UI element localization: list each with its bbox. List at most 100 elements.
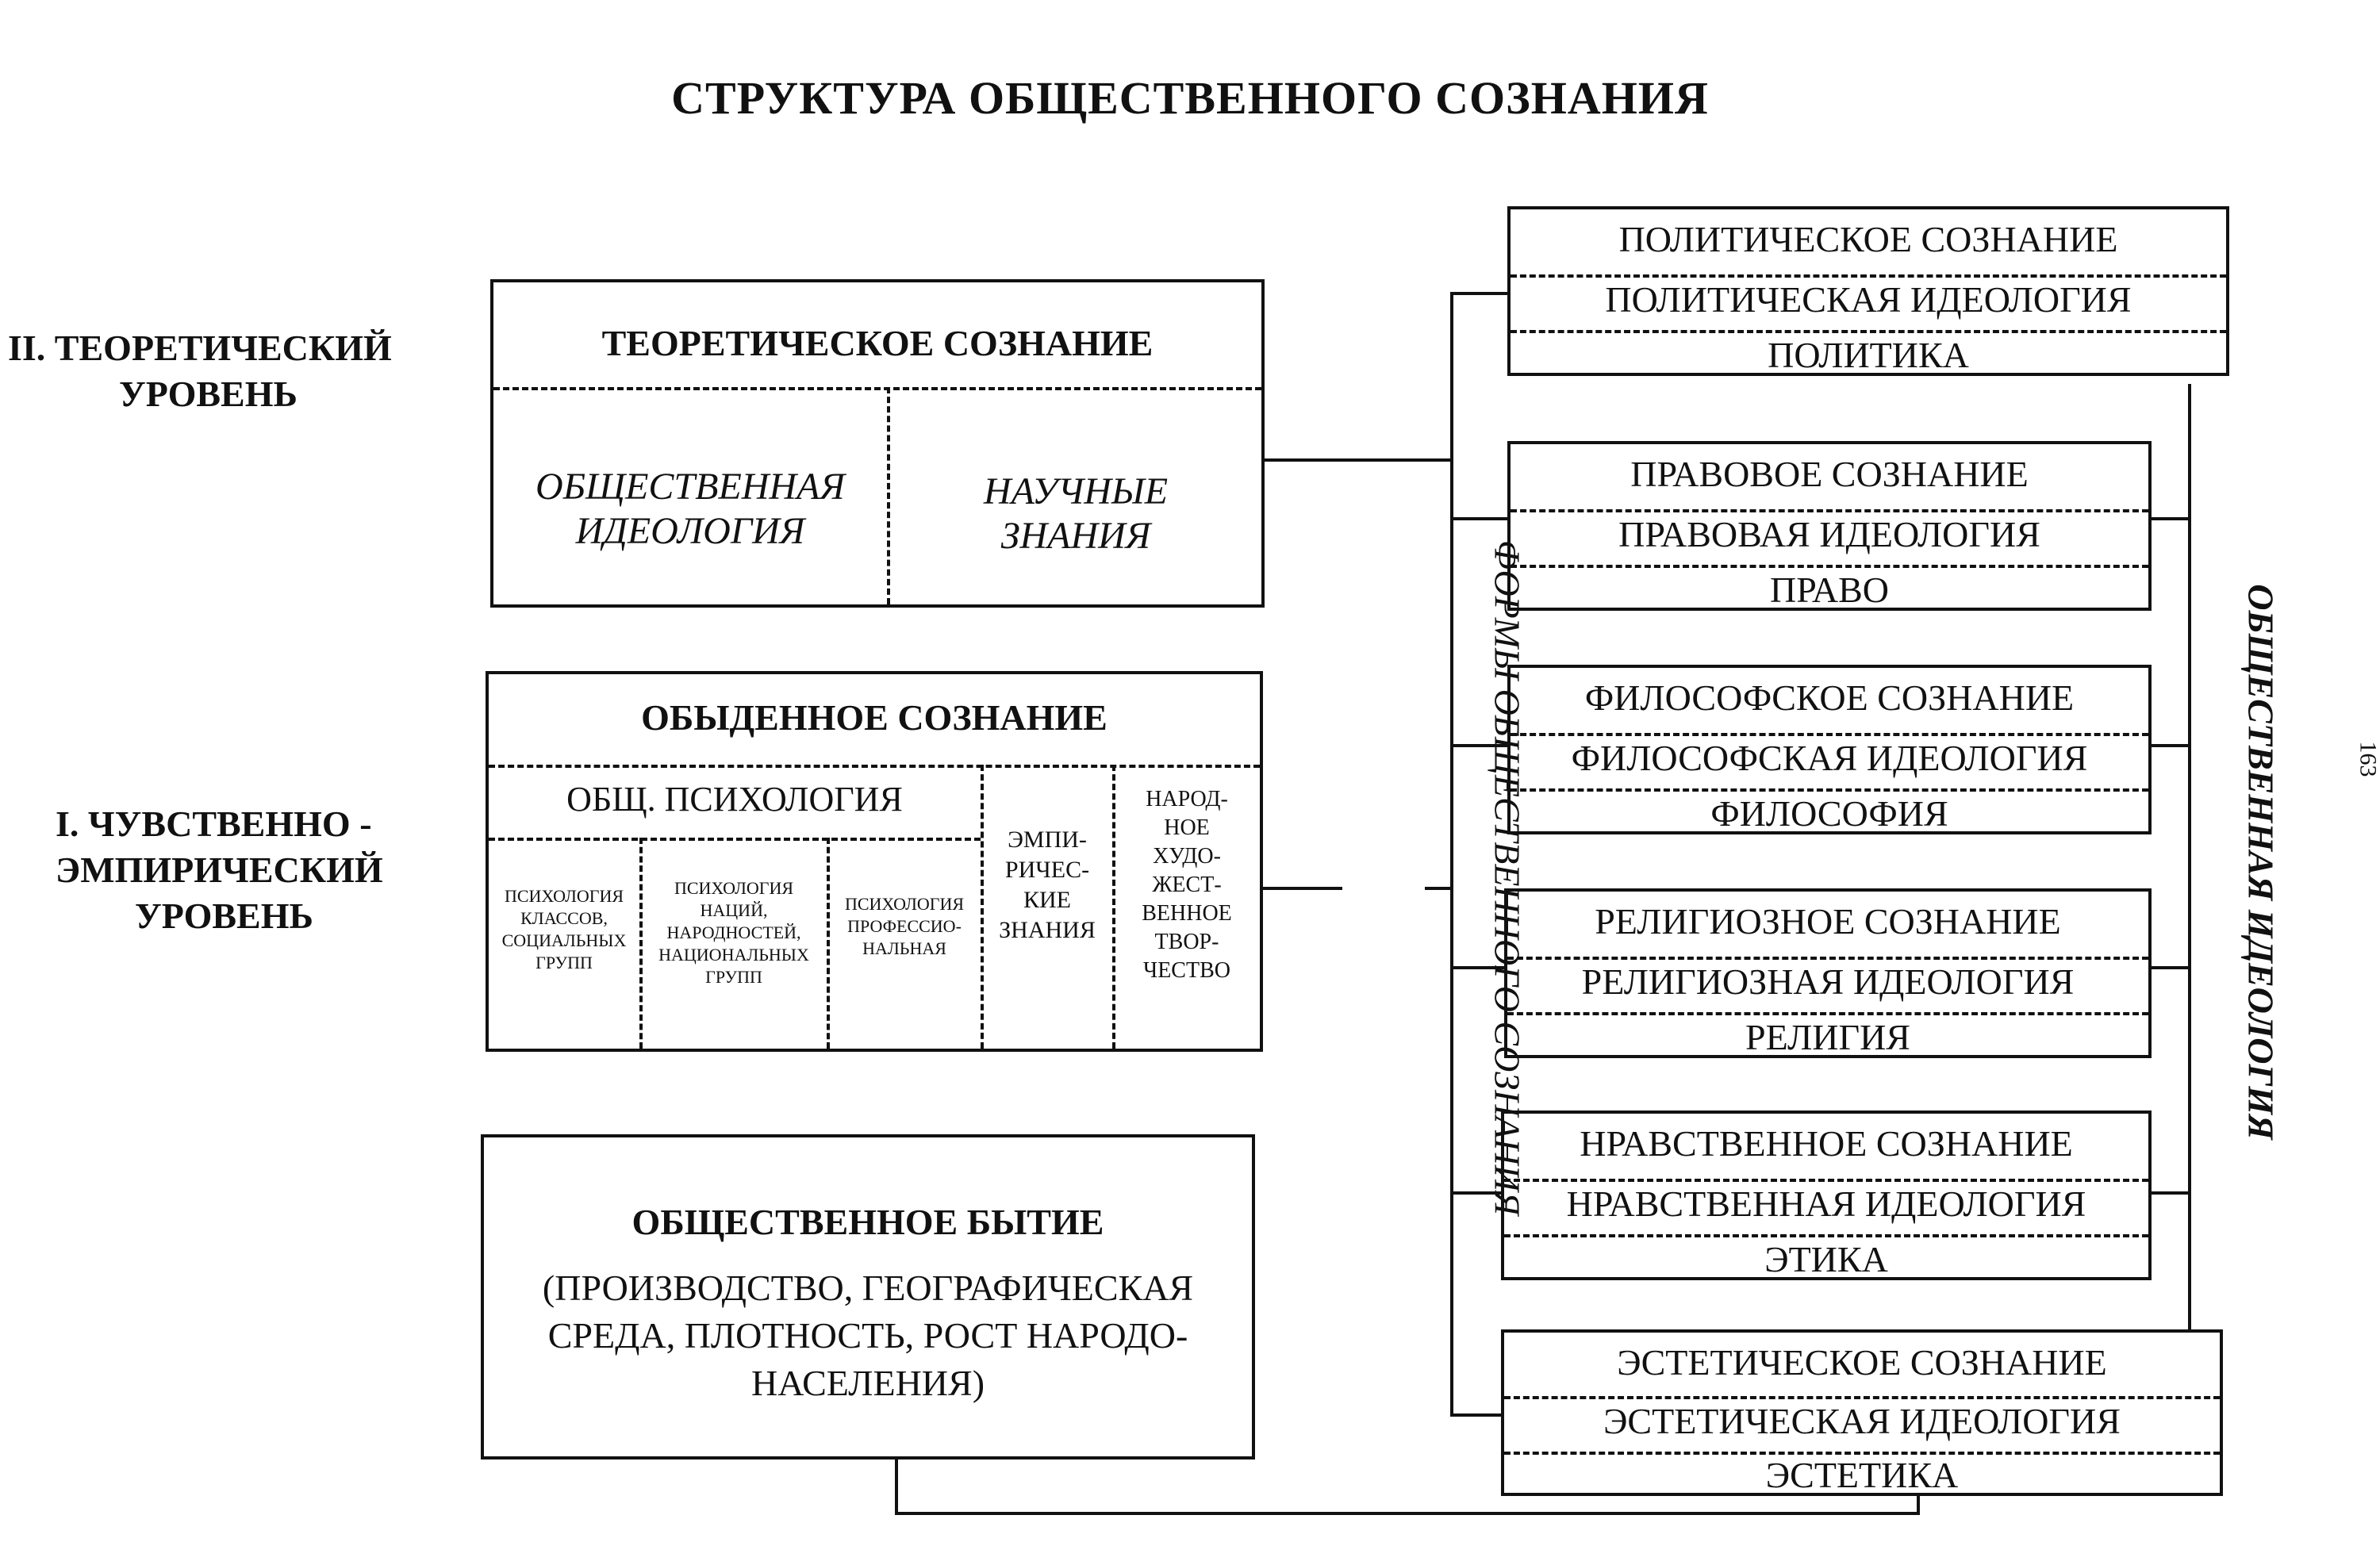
ideology-trunk-line [2188, 384, 2191, 1341]
ordinary-consciousness-box: ОБЫДЕННОЕ СОЗНАНИЕ ОБЩ. ПСИХОЛОГИЯ ПСИХО… [486, 671, 1263, 1052]
branch-line [1450, 292, 1507, 295]
text-line: НАЦИЙ, [700, 900, 768, 920]
folk-art: НАРОД- НОЕ ХУДО- ЖЕСТ- ВЕННОЕ ТВОР- ЧЕСТ… [1114, 785, 1260, 985]
connector-theoretical [1265, 458, 1452, 462]
branch-line [1450, 966, 1507, 969]
text-line: ЖЕСТ- [1152, 873, 1222, 897]
divider [1511, 330, 2226, 333]
text-line: ЧЕСТВО [1143, 958, 1230, 983]
level-theoretical: II. ТЕОРЕТИЧЕСКИЙ УРОВЕНЬ [8, 325, 392, 417]
form-consciousness: ЭСТЕТИЧЕСКОЕ СОЗНАНИЕ [1617, 1342, 2107, 1383]
divider [1507, 957, 2148, 960]
branch-line [1450, 1413, 1507, 1417]
level-empirical-line1: I. ЧУВСТВЕННО - [56, 804, 372, 844]
form-box-religious: РЕЛИГИОЗНОЕ СОЗНАНИЕ РЕЛИГИОЗНАЯ ИДЕОЛОГ… [1504, 888, 2152, 1058]
text-line: ПРОФЕССИО- [847, 916, 962, 936]
text-line: НОЕ [1164, 815, 1210, 840]
divider [639, 838, 643, 1049]
divider [489, 765, 1260, 768]
divider [1504, 1179, 2148, 1182]
level-empirical-line2: ЭМПИРИЧЕСКИЙ [56, 850, 383, 890]
psychology-professional: ПСИХОЛОГИЯ ПРОФЕССИО- НАЛЬНАЯ [828, 893, 981, 960]
text-line: НАРОДНОСТЕЙ, [666, 923, 801, 942]
form-box-legal: ПРАВОВОЕ СОЗНАНИЕ ПРАВОВАЯ ИДЕОЛОГИЯ ПРА… [1507, 441, 2152, 611]
divider [493, 387, 1261, 390]
ideology-vertical-label: ОБЩЕСТВЕННАЯ ИДЕОЛОГИЯ [2240, 584, 2282, 1140]
text-line: НАРОД- [1146, 787, 1228, 811]
ideology-branch [2152, 1191, 2190, 1195]
empirical-knowledge: ЭМПИ- РИЧЕС- КИЕ ЗНАНИЯ [982, 825, 1112, 946]
text-line: ТВОР- [1154, 930, 1219, 954]
divider [1504, 1452, 2220, 1455]
level-empirical: I. ЧУВСТВЕННО - ЭМПИРИЧЕСКИЙ УРОВЕНЬ [56, 801, 383, 939]
form-sphere: ЭТИКА [1764, 1239, 1888, 1279]
social-being-description: (ПРОИЗВОДСТВО, ГЕОГРАФИЧЕСКАЯ СРЕДА, ПЛО… [484, 1264, 1252, 1407]
divider [827, 838, 830, 1049]
divider [1511, 509, 2148, 512]
text-line: (ПРОИЗВОДСТВО, ГЕОГРАФИЧЕСКАЯ [542, 1268, 1194, 1308]
social-psychology: ОБЩ. ПСИХОЛОГИЯ [566, 780, 903, 819]
ideology-branch [2152, 744, 2190, 747]
text-line: КЛАССОВ, [520, 908, 608, 928]
text-line: НАЛЬНАЯ [862, 938, 946, 958]
text-line: ПСИХОЛОГИЯ [674, 878, 794, 898]
text-line: НАЦИОНАЛЬНЫХ [658, 945, 809, 965]
text-line: ГРУПП [705, 967, 762, 987]
divider [1112, 765, 1115, 1049]
branch-line [1450, 517, 1507, 520]
theoretical-consciousness-box: ТЕОРЕТИЧЕСКОЕ СОЗНАНИЕ ОБЩЕСТВЕННАЯ ИДЕО… [490, 279, 1265, 608]
psychology-nations: ПСИХОЛОГИЯ НАЦИЙ, НАРОДНОСТЕЙ, НАЦИОНАЛЬ… [641, 877, 827, 988]
divider [981, 765, 984, 1049]
psychology-classes: ПСИХОЛОГИЯ КЛАССОВ, СОЦИАЛЬНЫХ ГРУПП [489, 885, 639, 974]
form-consciousness: ПОЛИТИЧЕСКОЕ СОЗНАНИЕ [1618, 219, 2118, 259]
form-sphere: РЕЛИГИЯ [1745, 1017, 1910, 1057]
form-ideology: ПРАВОВАЯ ИДЕОЛОГИЯ [1618, 514, 2040, 554]
form-box-philosophical: ФИЛОСОФСКОЕ СОЗНАНИЕ ФИЛОСОФСКАЯ ИДЕОЛОГ… [1507, 665, 2152, 834]
form-sphere: ФИЛОСОФИЯ [1710, 793, 1948, 834]
social-being-header: ОБЩЕСТВЕННОЕ БЫТИЕ [631, 1202, 1104, 1242]
bottom-connector [895, 1460, 898, 1515]
forms-trunk-line [1450, 292, 1453, 1417]
divider [1507, 1012, 2148, 1015]
text-line: ПСИХОЛОГИЯ [504, 886, 624, 906]
social-being-box: ОБЩЕСТВЕННОЕ БЫТИЕ (ПРОИЗВОДСТВО, ГЕОГРА… [481, 1134, 1255, 1460]
bottom-connector [1917, 1491, 1920, 1515]
connector-ordinary [1263, 887, 1342, 890]
bottom-connector [895, 1512, 1920, 1515]
scientific-knowledge-line1: НАУЧНЫЕ [983, 470, 1169, 512]
social-ideology-line1: ОБЩЕСТВЕННАЯ [536, 466, 845, 508]
form-ideology: ПОЛИТИЧЕСКАЯ ИДЕОЛОГИЯ [1605, 279, 2132, 320]
form-sphere: ПОЛИТИКА [1768, 335, 1969, 375]
form-box-aesthetic: ЭСТЕТИЧЕСКОЕ СОЗНАНИЕ ЭСТЕТИЧЕСКАЯ ИДЕОЛ… [1501, 1329, 2223, 1496]
page-number: 163 [2355, 741, 2380, 777]
form-ideology: НРАВСТВЕННАЯ ИДЕОЛОГИЯ [1566, 1183, 2086, 1224]
text-line: ПСИХОЛОГИЯ [844, 894, 965, 914]
divider [1504, 1234, 2148, 1237]
text-line: ЭМПИ- [1008, 827, 1087, 853]
text-line: ЗНАНИЯ [999, 917, 1096, 943]
text-line: ВЕННОЕ [1142, 901, 1232, 926]
text-line: НАСЕЛЕНИЯ) [750, 1363, 985, 1403]
form-box-political: ПОЛИТИЧЕСКОЕ СОЗНАНИЕ ПОЛИТИЧЕСКАЯ ИДЕОЛ… [1507, 206, 2229, 376]
theoretical-header: ТЕОРЕТИЧЕСКОЕ СОЗНАНИЕ [601, 323, 1154, 363]
branch-line [1450, 744, 1507, 747]
ordinary-header: ОБЫДЕННОЕ СОЗНАНИЕ [641, 697, 1107, 738]
text-line: РИЧЕС- [1004, 857, 1090, 883]
divider [1504, 1396, 2220, 1399]
scientific-knowledge-line2: ЗНАНИЯ [1000, 515, 1151, 557]
scientific-knowledge: НАУЧНЫЕ ЗНАНИЯ [890, 470, 1261, 558]
text-line: СОЦИАЛЬНЫХ [501, 930, 627, 950]
divider [489, 838, 981, 841]
form-consciousness: ФИЛОСОФСКОЕ СОЗНАНИЕ [1584, 677, 2075, 718]
social-ideology-line2: ИДЕОЛОГИЯ [575, 510, 805, 552]
form-box-moral: НРАВСТВЕННОЕ СОЗНАНИЕ НРАВСТВЕННАЯ ИДЕОЛ… [1501, 1110, 2152, 1280]
form-consciousness: НРАВСТВЕННОЕ СОЗНАНИЕ [1580, 1123, 2073, 1164]
ideology-branch [2152, 517, 2190, 520]
text-line: ГРУПП [536, 953, 593, 972]
form-ideology: ЭСТЕТИЧЕСКАЯ ИДЕОЛОГИЯ [1603, 1401, 2121, 1441]
form-consciousness: ПРАВОВОЕ СОЗНАНИЕ [1630, 454, 2029, 494]
level-theoretical-line1: II. ТЕОРЕТИЧЕСКИЙ [8, 328, 392, 368]
divider [1511, 274, 2226, 278]
forms-vertical-label: ФОРМЫ ОБЩЕСТВЕННОГО СОЗНАНИЯ [1487, 539, 1528, 1216]
form-ideology: РЕЛИГИОЗНАЯ ИДЕОЛОГИЯ [1581, 961, 2075, 1002]
